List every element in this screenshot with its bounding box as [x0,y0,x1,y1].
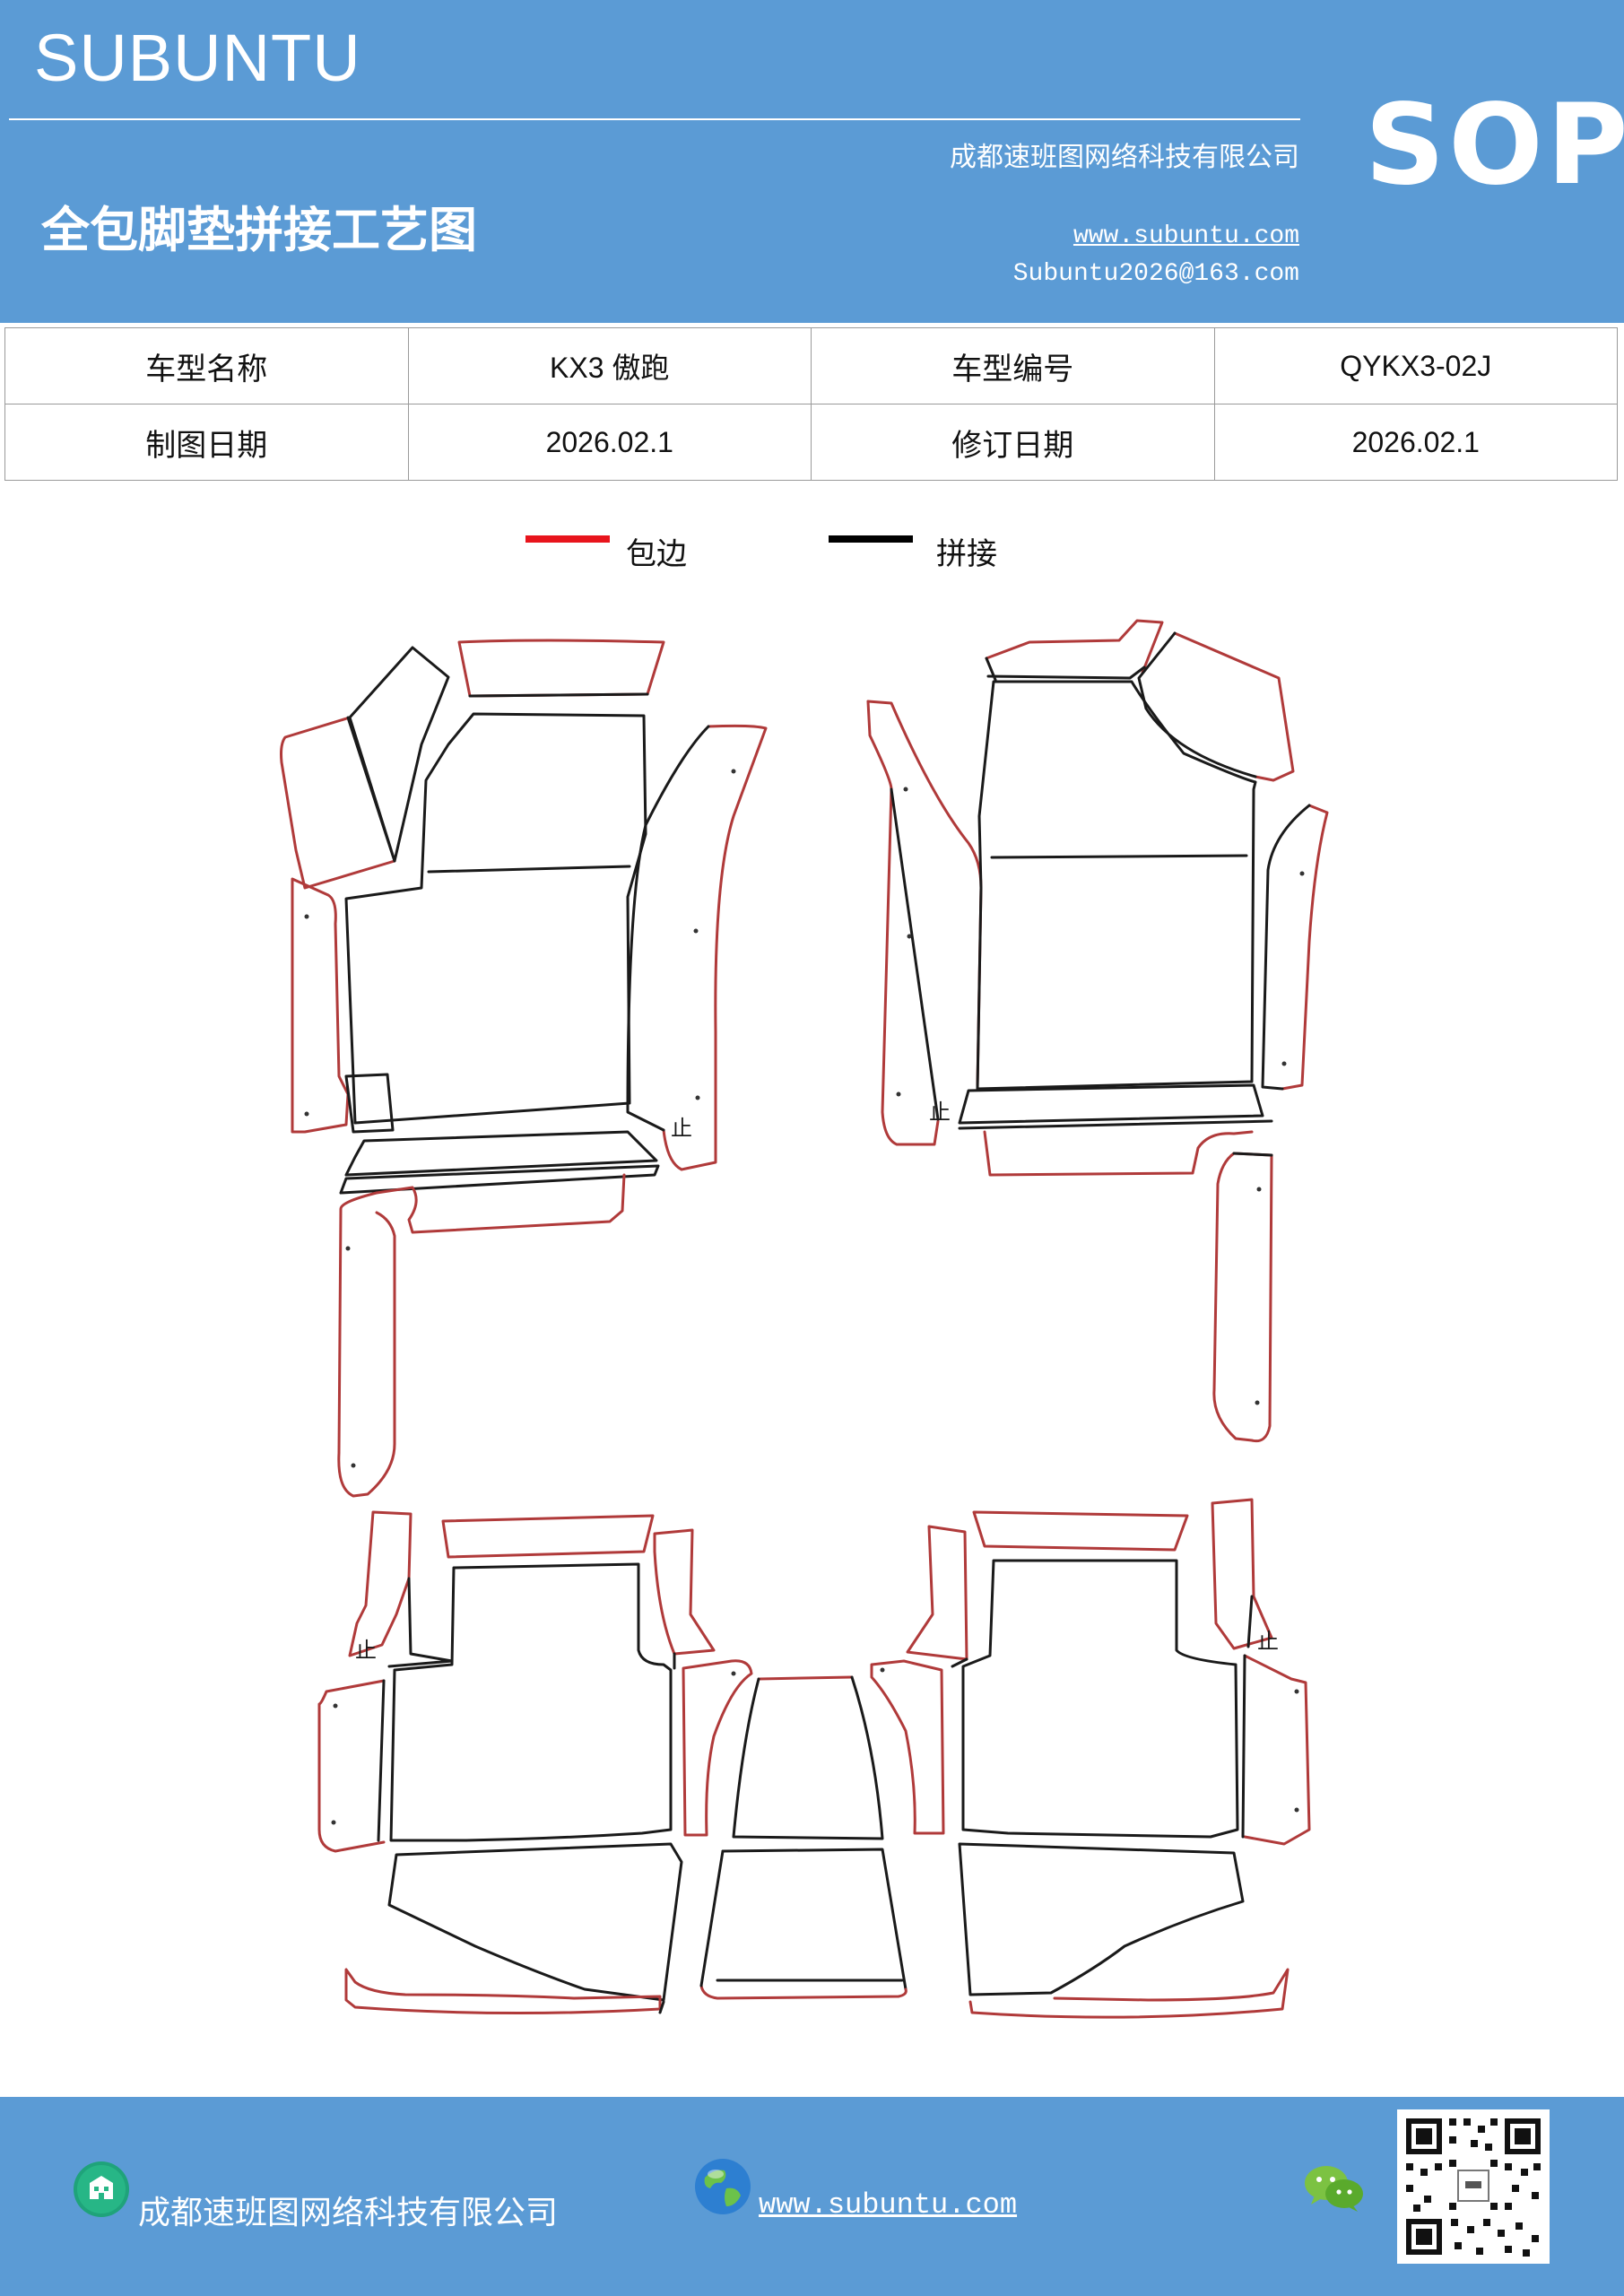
rear-left-mat: 止 [317,1510,753,2015]
email-address: Subuntu2026@163.com [1012,260,1299,288]
company-name: 成都速班图网络科技有限公司 [950,142,1299,173]
table-row: 制图日期 2026.02.1 修订日期 2026.02.1 [4,404,1618,481]
front-right-mat: 止 [866,619,1329,1443]
value-model-name: KX3 傲跑 [407,327,812,404]
value-model-code: QYKX3-02J [1213,327,1618,404]
label-model-name: 车型名称 [4,327,409,404]
qr-code[interactable] [1397,2109,1550,2264]
brand-logo-text: SUBUNTU [34,21,361,95]
footer-website-link[interactable]: www.subuntu.com [759,2188,1018,2222]
rear-center-mat [699,1675,908,2000]
table-row: 车型名称 KX3 傲跑 车型编号 QYKX3-02J [4,327,1618,404]
legend-label-edging: 包边 [626,536,687,572]
label-model-code: 车型编号 [811,327,1215,404]
front-left-mat: 止 [280,639,768,1498]
stop-marker: 止 [929,1100,951,1125]
vehicle-info-table: 车型名称 KX3 傲跑 车型编号 QYKX3-02J 制图日期 2026.02.… [4,327,1618,481]
header-divider [9,118,1300,120]
value-draw-date: 2026.02.1 [407,404,812,481]
legend-swatch-seam [829,535,913,543]
legend-label-seam: 拼接 [936,536,997,572]
rear-right-mat: 止 [870,1498,1311,2019]
building-icon [74,2161,129,2217]
website-link[interactable]: www.subuntu.com [1073,222,1299,250]
stop-marker: 止 [671,1116,692,1141]
document-title: 全包脚垫拼接工艺图 [41,201,477,258]
value-revision-date: 2026.02.1 [1213,404,1618,481]
stop-marker: 止 [1257,1629,1279,1654]
sop-badge: SOP [1365,81,1624,210]
floor-mat-diagram: 止 止 [280,619,1329,2019]
legend-swatch-edging [525,535,610,543]
label-draw-date: 制图日期 [4,404,409,481]
label-revision-date: 修订日期 [811,404,1215,481]
footer-company-name: 成都速班图网络科技有限公司 [138,2195,559,2231]
stop-marker: 止 [355,1638,377,1663]
wechat-icon [1305,2166,1363,2212]
header-banner [0,0,1624,323]
globe-icon [695,2159,751,2214]
